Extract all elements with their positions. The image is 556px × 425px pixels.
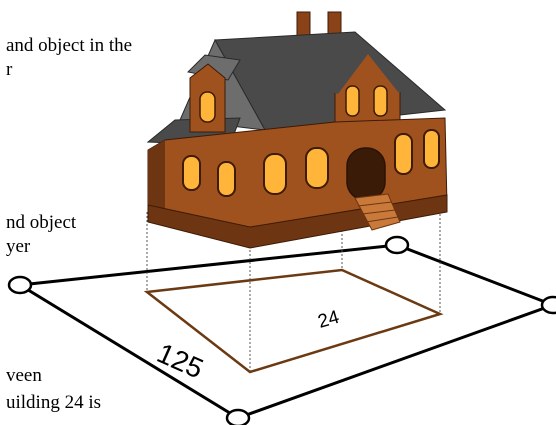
- window-6: [423, 129, 440, 169]
- front-gable-roof-edge: [332, 44, 405, 94]
- window-4: [305, 147, 329, 189]
- parcel-label: 125: [153, 337, 208, 384]
- door: [346, 147, 386, 201]
- gable-window-right: [373, 85, 388, 117]
- window-1: [182, 155, 201, 191]
- front-wall-shadow: [148, 140, 165, 220]
- projection-lines: [146, 210, 441, 372]
- text-fragment-6: uilding 24 is: [6, 392, 102, 413]
- text-fragment-1: and object in the: [6, 35, 133, 56]
- window-5: [394, 133, 413, 175]
- step-line-3: [365, 216, 399, 223]
- step-line-2: [361, 209, 396, 215]
- parcel-boundary: [18, 243, 555, 420]
- window-2: [217, 161, 236, 197]
- parcel-vertex-left[interactable]: [7, 275, 33, 295]
- step-line-1: [357, 201, 393, 207]
- text-fragment-5: veen: [6, 365, 42, 386]
- parcel-vertex-right[interactable]: [540, 295, 556, 315]
- text-fragment-4: yer: [6, 236, 31, 257]
- gable-window-left: [345, 85, 360, 117]
- text-fragment-2: r: [6, 59, 13, 80]
- house-illustration: 24: [146, 11, 448, 249]
- parcel-vertex-top[interactable]: [384, 235, 410, 255]
- parcel-vertex-bottom[interactable]: [225, 408, 251, 425]
- footprint-outline: [143, 268, 444, 374]
- text-fragment-3: nd object: [6, 212, 77, 233]
- footprint-label: 24: [316, 307, 343, 333]
- parcel: 125: [7, 235, 556, 425]
- left-dormer-window: [199, 91, 216, 123]
- window-3: [263, 153, 287, 195]
